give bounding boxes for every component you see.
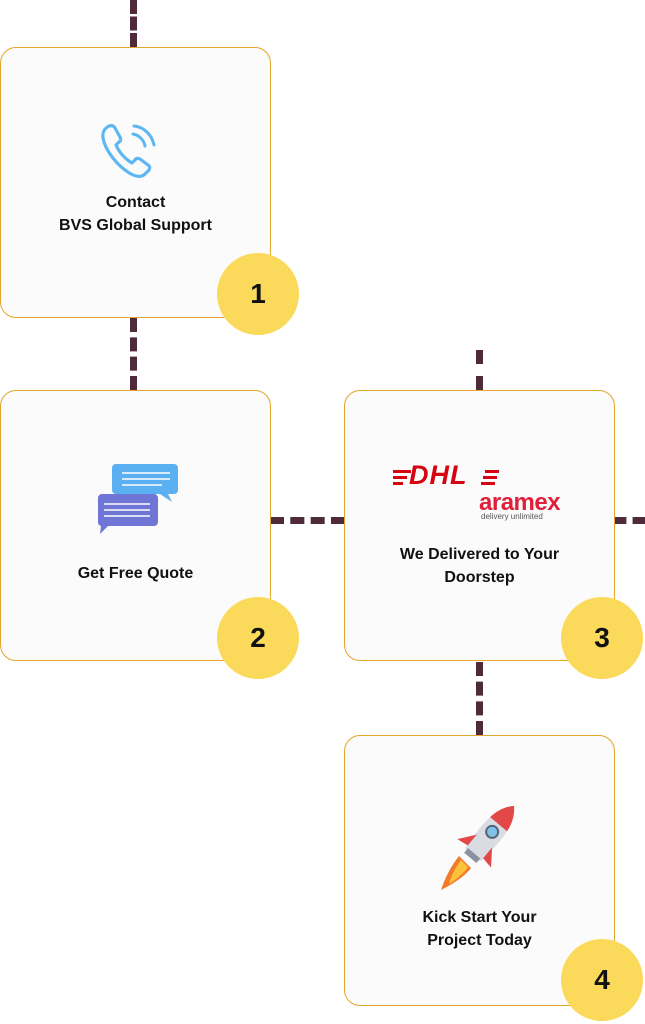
dhl-logo-text: DHL [409, 460, 468, 490]
connector-1-2 [130, 318, 137, 390]
step-label-line: Get Free Quote [77, 565, 194, 582]
connector-2-3 [270, 517, 345, 524]
step-badge-1: 1 [217, 253, 299, 335]
step-label: Contact BVS Global Support [1, 191, 270, 237]
step-badge-4: 4 [561, 939, 643, 1021]
step-label-line: We Delivered to Your [399, 546, 560, 563]
step-label: We Delivered to Your Doorstep [345, 543, 614, 589]
step-card-1: Contact BVS Global Support [0, 47, 271, 318]
step-label: Kick Start Your Project Today [345, 906, 614, 952]
connector-3-right [614, 517, 645, 524]
aramex-tagline: delivery unlimited [481, 512, 543, 521]
step-label-line: Doorstep [444, 569, 515, 586]
rocket-icon [441, 805, 515, 890]
chat-bubbles-icon [97, 464, 178, 534]
step-label-line: BVS Global Support [59, 217, 212, 234]
aramex-logo-text: aramex [479, 489, 561, 516]
step-label-line: Contact [105, 194, 166, 211]
step-badge-2: 2 [217, 597, 299, 679]
phone-icon [101, 124, 156, 178]
connector-3-top [476, 350, 483, 390]
connector-top [130, 0, 137, 47]
step-badge-3: 3 [561, 597, 643, 679]
step-label: Get Free Quote [1, 562, 270, 585]
step-label-line: Kick Start Your [422, 909, 537, 926]
step-label-line: Project Today [427, 932, 532, 949]
connector-3-4 [476, 662, 483, 735]
dhl-logo-stripes [393, 470, 499, 485]
